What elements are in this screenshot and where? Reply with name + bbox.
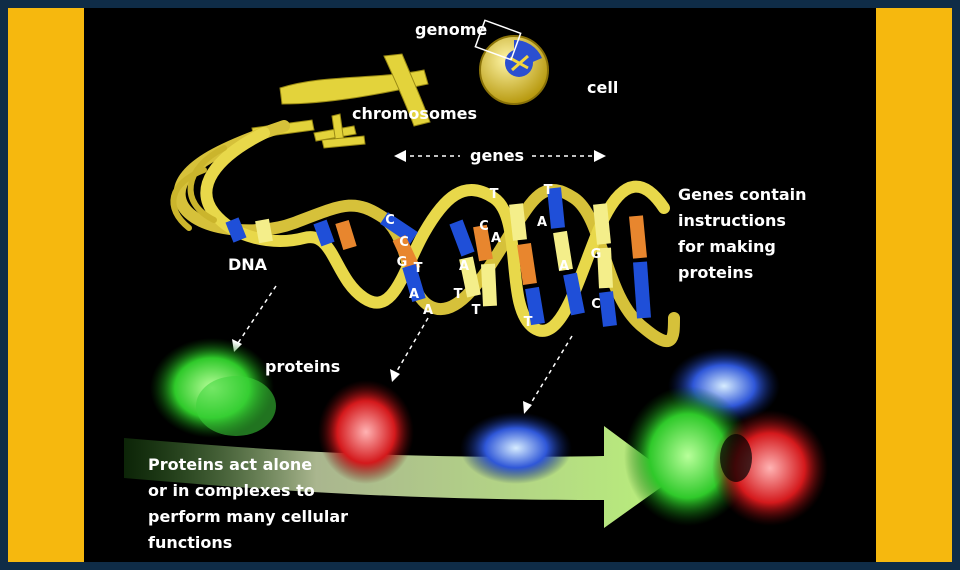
protein-blue-single <box>460 412 572 484</box>
base-letter: T <box>454 287 463 302</box>
genome-callout-box <box>474 19 522 61</box>
caption-line: or in complexes to <box>148 481 315 500</box>
pointer-arrows <box>235 285 573 409</box>
base-letter: C <box>591 297 601 312</box>
genes-label: genes <box>470 146 525 165</box>
cell-label: cell <box>587 78 619 97</box>
genes-caption: Genes contain instructions for making pr… <box>678 182 807 286</box>
genes-span-arrow <box>394 150 606 162</box>
base-letter: T <box>414 261 423 276</box>
base-letter: C <box>479 219 489 234</box>
dna-label: DNA <box>228 255 268 274</box>
protein-red-single <box>318 380 414 484</box>
base-letter: C <box>399 235 409 250</box>
base-letter: A <box>491 231 501 246</box>
caption-line: instructions <box>678 211 786 230</box>
caption-line: for making <box>678 237 776 256</box>
base-letter: G <box>591 247 602 262</box>
protein-complex <box>624 348 828 526</box>
base-pairs <box>225 187 651 327</box>
base-letter: C <box>385 213 395 228</box>
base-letter: A <box>423 303 433 318</box>
cell-sphere <box>479 35 549 105</box>
base-letter: A <box>537 215 547 230</box>
diagram-canvas: C C G T A A A T T C A T T A T G A C geno… <box>84 8 876 562</box>
caption-line: perform many cellular <box>148 507 349 526</box>
caption-line: Genes contain <box>678 185 807 204</box>
base-letter: A <box>459 259 469 274</box>
proteins-label: proteins <box>265 357 341 376</box>
base-letter: T <box>544 183 553 198</box>
base-letter: T <box>472 303 481 318</box>
caption-line: Proteins act alone <box>148 455 313 474</box>
base-letter: G <box>397 255 408 270</box>
pathway-arrow <box>124 426 674 528</box>
proteins-caption: Proteins act alone or in complexes to pe… <box>148 452 348 556</box>
chromosomes-label: chromosomes <box>352 104 477 123</box>
genome-label: genome <box>415 20 488 39</box>
base-letter: T <box>490 187 499 202</box>
caption-line: functions <box>148 533 233 552</box>
protein-green-single <box>150 338 276 438</box>
base-letter: A <box>559 259 569 274</box>
caption-line: proteins <box>678 263 754 282</box>
base-letter: A <box>409 287 419 302</box>
base-letter: T <box>524 315 533 330</box>
illustration: C C G T A A A T T C A T T A T G A C <box>124 19 828 528</box>
